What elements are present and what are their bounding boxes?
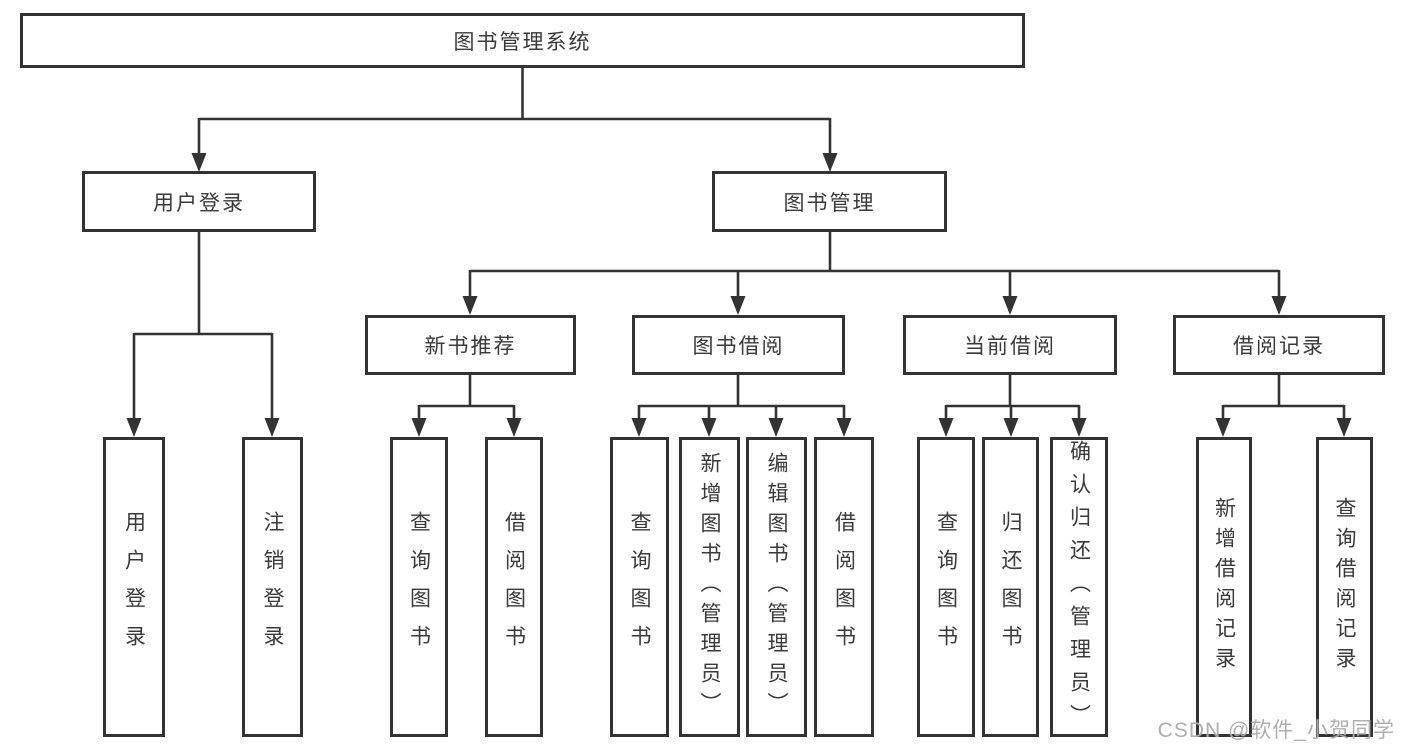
node-root: 图书管理系统	[20, 13, 1025, 68]
node-root-label: 图书管理系统	[453, 30, 592, 54]
node-new-book-recommend-label: 新书推荐	[424, 335, 517, 358]
leaf-logout-label: 注销登录	[261, 511, 284, 663]
leaf-query-book-recommend: 查询图书	[390, 437, 448, 737]
leaf-logout: 注销登录	[242, 437, 303, 737]
arrowhead-icons	[126, 153, 1352, 437]
csdn-watermark: CSDN @软件_小贺同学	[1157, 719, 1395, 742]
tree-connector-paths	[132, 68, 1346, 422]
leaf-query-book-current: 查询图书	[917, 437, 975, 737]
leaf-add-borrow-record-label: 新增借阅记录	[1212, 497, 1236, 677]
leaf-add-borrow-record: 新增借阅记录	[1196, 437, 1252, 737]
leaf-edit-book-admin-label: 编辑图书（管理员）	[765, 452, 788, 722]
node-borrowing-records: 借阅记录	[1173, 315, 1385, 375]
node-book-management-label: 图书管理	[783, 191, 876, 215]
leaf-confirm-return-admin-label: 确认归还（管理员）	[1067, 440, 1091, 737]
leaf-query-book-recommend-label: 查询图书	[407, 511, 431, 663]
node-current-borrowing: 当前借阅	[903, 315, 1117, 375]
node-user-login: 用户登录	[82, 171, 316, 232]
leaf-return-book: 归还图书	[982, 437, 1039, 737]
leaf-add-book-admin-label: 新增图书（管理员）	[698, 452, 721, 722]
leaf-query-borrow-record: 查询借阅记录	[1316, 437, 1373, 737]
leaf-borrow-book-recommend-label: 借阅图书	[502, 511, 526, 663]
node-user-login-label: 用户登录	[153, 191, 245, 215]
node-book-borrowing-label: 图书借阅	[692, 335, 785, 358]
leaf-user-login: 用户登录	[103, 437, 165, 737]
leaf-edit-book-admin: 编辑图书（管理员）	[746, 437, 807, 737]
node-new-book-recommend: 新书推荐	[365, 315, 576, 375]
leaf-add-book-admin: 新增图书（管理员）	[679, 437, 740, 737]
node-current-borrowing-label: 当前借阅	[964, 335, 1056, 358]
leaf-query-borrow-record-label: 查询借阅记录	[1333, 497, 1356, 677]
node-borrowing-records-label: 借阅记录	[1233, 335, 1325, 358]
leaf-return-book-label: 归还图书	[999, 511, 1022, 663]
leaf-user-login-label: 用户登录	[122, 511, 146, 663]
leaf-borrow-book-borrowing-label: 借阅图书	[832, 511, 856, 663]
leaf-confirm-return-admin: 确认归还（管理员）	[1050, 437, 1108, 737]
node-book-management: 图书管理	[712, 171, 947, 232]
node-book-borrowing: 图书借阅	[632, 315, 845, 375]
leaf-query-book-borrowing: 查询图书	[610, 437, 669, 737]
leaf-query-book-borrowing-label: 查询图书	[628, 511, 651, 663]
leaf-query-book-current-label: 查询图书	[934, 511, 958, 663]
leaf-borrow-book-borrowing: 借阅图书	[814, 437, 874, 737]
leaf-borrow-book-recommend: 借阅图书	[485, 437, 543, 737]
